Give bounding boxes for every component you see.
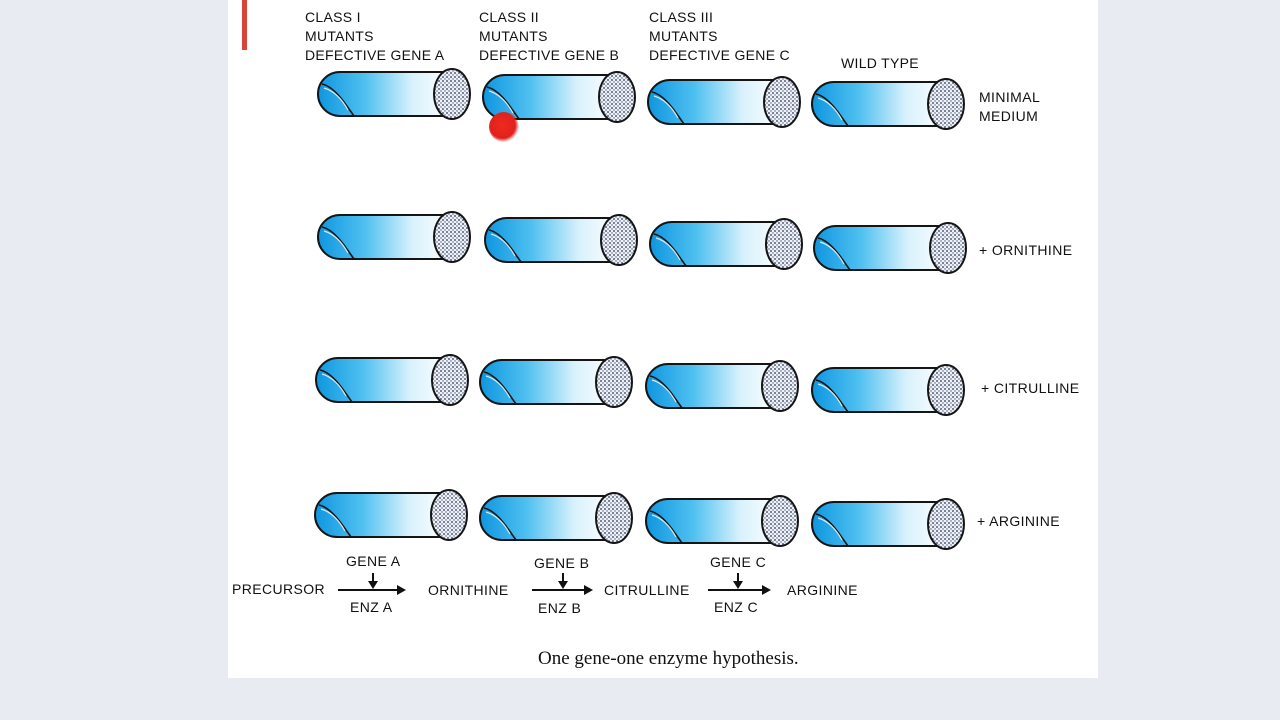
- pathway-arginine: ARGININE: [787, 582, 858, 598]
- tube-class3-minimal: [648, 77, 800, 127]
- pathway-enz-b: ENZ B: [538, 600, 581, 616]
- gene-c-arrowhead: [733, 581, 743, 589]
- tube-class2-ornithine: [485, 215, 637, 265]
- pathway-precursor: PRECURSOR: [232, 581, 325, 597]
- tube-wildtype-minimal: [812, 79, 964, 129]
- figure-caption: One gene-one enzyme hypothesis.: [538, 648, 799, 670]
- pathway-citrulline: CITRULLINE: [604, 582, 690, 598]
- laser-pointer-dot: [489, 112, 519, 142]
- gene-a-arrowhead: [368, 581, 378, 589]
- tube-class3-ornithine: [650, 219, 802, 269]
- tube-class3-arginine: [646, 496, 798, 546]
- tube-class2-arginine: [480, 493, 632, 543]
- pathway-ornithine: ORNITHINE: [428, 582, 509, 598]
- pathway-gene-c: GENE C: [710, 554, 766, 570]
- pathway-gene-b: GENE B: [534, 555, 589, 571]
- pathway-arrows: [338, 573, 771, 595]
- arrowhead-a: [397, 585, 406, 595]
- arrowhead-c: [762, 585, 771, 595]
- tube-class3-citrulline: [646, 361, 798, 411]
- tube-wildtype-ornithine: [814, 223, 966, 273]
- pathway-enz-a: ENZ A: [350, 599, 392, 615]
- pathway-gene-a: GENE A: [346, 553, 401, 569]
- tube-class1-minimal: [318, 69, 470, 119]
- tube-wildtype-arginine: [812, 499, 964, 549]
- tube-wildtype-citrulline: [812, 365, 964, 415]
- gene-b-arrowhead: [558, 581, 568, 589]
- arrowhead-b: [584, 585, 593, 595]
- pathway-enz-c: ENZ C: [714, 599, 758, 615]
- tube-class1-citrulline: [316, 355, 468, 405]
- tube-class2-citrulline: [480, 357, 632, 407]
- tube-class1-arginine: [315, 490, 467, 540]
- tube-class1-ornithine: [318, 212, 470, 262]
